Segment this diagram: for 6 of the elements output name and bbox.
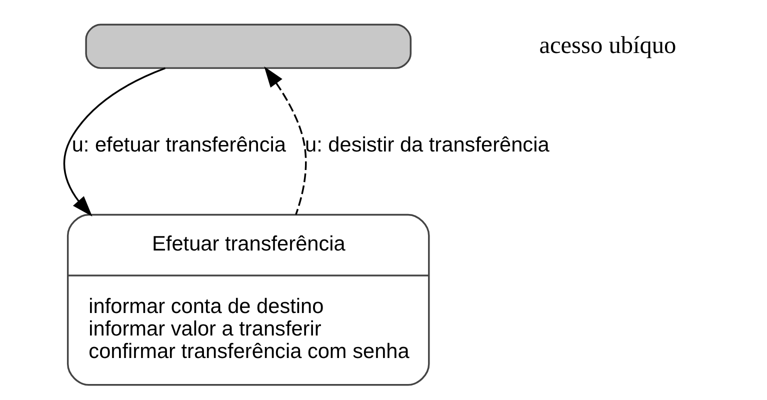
edge-label: u: efetuar transferência (71, 134, 286, 157)
arrow (264, 66, 306, 215)
label: acesso ubíquo (538, 32, 676, 59)
arrow (62, 67, 166, 216)
node-box (84, 24, 412, 69)
edge-label: u: desistir da transferência (304, 134, 549, 157)
